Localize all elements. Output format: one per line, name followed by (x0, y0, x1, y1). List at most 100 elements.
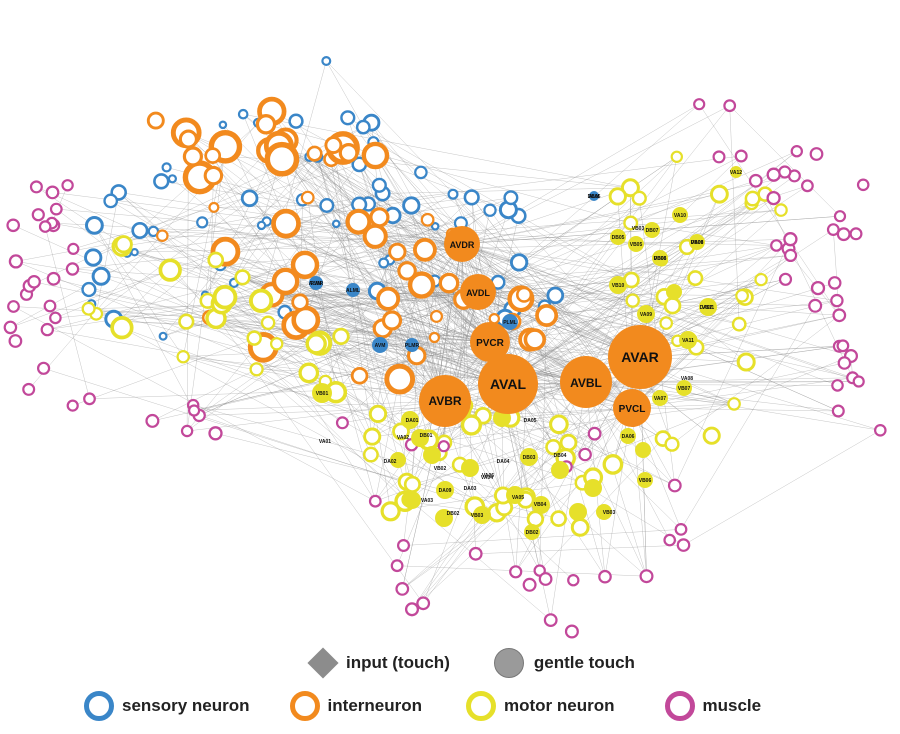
sensory-node (288, 113, 304, 129)
labeled-node (461, 459, 479, 477)
sensory-node (84, 248, 103, 267)
motor-node (249, 362, 264, 377)
sensory-node (483, 203, 497, 217)
neuron-label: PLMR (405, 343, 420, 349)
labeled-node (596, 504, 612, 520)
motor-node (710, 184, 729, 204)
neuron-label: VA04 (481, 475, 493, 481)
legend-muscle: muscle (664, 691, 761, 721)
motor-node (368, 404, 388, 424)
neuron-label: DA07 (700, 305, 713, 311)
muscle-node (36, 361, 51, 375)
edge-layer (10, 60, 881, 621)
labeled-node (435, 509, 453, 527)
labeled-node (411, 429, 429, 447)
motor-node (702, 426, 721, 445)
muscle-node (390, 559, 404, 573)
neuron-label: VB10 (612, 283, 625, 289)
muscle-node (833, 210, 847, 223)
muscle-node (830, 293, 844, 308)
labeled-node (436, 481, 454, 499)
motor-node (362, 446, 379, 463)
muscle-node (674, 523, 688, 536)
sensory-node (463, 189, 480, 206)
neuron-label: DA08 (691, 240, 704, 246)
neuron-label: ALMR (309, 281, 324, 287)
muscle-node (61, 179, 74, 192)
motor-node (305, 333, 327, 355)
muscle-node (578, 447, 592, 462)
legend-bottom-row: sensory neuron interneuron motor neuron … (84, 691, 761, 721)
muscle-node (8, 254, 24, 269)
labeled-node (390, 452, 406, 468)
neuron-label: VB01 (316, 391, 329, 397)
motor-node (545, 439, 562, 456)
sensory-node (430, 222, 440, 231)
hub-node-avbr: AVBR (419, 375, 471, 427)
hub-label-avar: AVAR (621, 349, 659, 365)
muscle-node (766, 190, 781, 206)
muscle-node (188, 404, 201, 417)
labeled-node (372, 337, 388, 353)
legend-sensory-neuron: sensory neuron (84, 691, 250, 721)
magenta-ring-icon (664, 691, 695, 721)
labeled-node (532, 496, 550, 514)
sensory-node (218, 120, 228, 130)
labeled-node (506, 486, 524, 504)
labeled-node (520, 448, 538, 466)
muscle-node (827, 276, 842, 290)
muscle-node (335, 416, 349, 430)
muscle-node (522, 577, 537, 592)
legend-motor-neuron: motor neuron (466, 691, 615, 721)
neuron-label: DB05 (588, 194, 601, 200)
motor-node (774, 203, 788, 217)
motor-node (176, 350, 190, 364)
motor-node (687, 270, 704, 287)
inter-node (376, 286, 401, 311)
sensory-node (447, 188, 459, 200)
sensory-node (167, 174, 177, 184)
muscle-node (663, 533, 676, 547)
neuron-label: VB03 (632, 226, 645, 232)
hub-node-avdr: AVDR (444, 226, 480, 262)
inter-node (381, 310, 403, 331)
sensory-node (378, 257, 390, 269)
muscle-node (40, 322, 55, 337)
muscle-node (49, 202, 63, 216)
sensory-node (131, 221, 149, 240)
neuron-label: VB09 (691, 240, 704, 246)
inter-node (412, 237, 437, 262)
legend-interneuron-label: interneuron (327, 696, 422, 715)
sensory-node (371, 177, 387, 193)
neuron-label: VA12 (730, 170, 742, 176)
sensory-node (402, 196, 421, 215)
node-layer (3, 55, 887, 639)
motor-node (260, 315, 276, 331)
motor-node (549, 414, 569, 435)
labeled-node (309, 276, 323, 290)
sensory-node (331, 219, 341, 229)
inter-node (535, 304, 559, 327)
hub-label-pvcl: PVCL (619, 404, 646, 415)
muscle-node (836, 227, 851, 242)
inter-node (204, 147, 222, 164)
muscle-node (509, 565, 523, 579)
inter-node (291, 305, 321, 335)
neuron-label: DA05 (524, 418, 537, 424)
hub-label-avdl: AVDL (466, 288, 490, 298)
muscle-node (8, 334, 23, 348)
inter-node (178, 129, 198, 149)
muscle-node (208, 426, 223, 441)
neuron-label: ALM (589, 194, 600, 200)
labeled-node (584, 479, 602, 497)
muscle-node (778, 272, 793, 286)
motor-node (670, 150, 684, 163)
muscle-node (667, 478, 682, 493)
muscle-node (368, 494, 382, 508)
inter-node (264, 141, 300, 177)
muscle-node (416, 596, 431, 611)
labeled-node (637, 472, 653, 488)
sensory-node (256, 220, 267, 231)
muscle-node (836, 339, 850, 353)
labeled-node (502, 314, 518, 330)
